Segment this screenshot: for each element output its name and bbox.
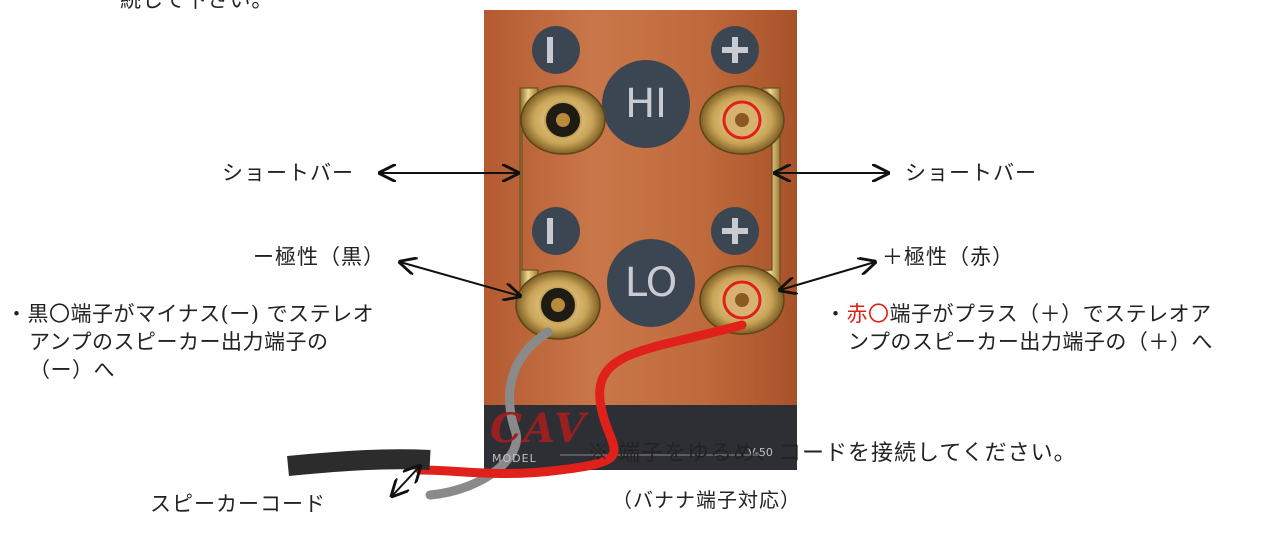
note-bullet: ・ <box>825 302 847 326</box>
plus-badge-bottom <box>711 207 759 255</box>
minus-badge-top <box>532 26 580 74</box>
terminal-neg-hi <box>520 85 606 155</box>
pos-polarity-label: ＋極性（赤） <box>882 245 1014 269</box>
model-plate <box>484 405 797 470</box>
terminal-pos-lo <box>699 265 785 335</box>
instruction-line-2: （バナナ端子対応） <box>612 488 801 512</box>
shortbar-right-label: ショートバー <box>905 161 1037 185</box>
terminal-pos-hi <box>699 85 785 155</box>
plus-badge-top <box>711 26 759 74</box>
brand-logo: CAV <box>490 405 587 452</box>
lo-label: LO <box>624 260 678 306</box>
top-text-fragment: 続して下さい。 <box>120 0 274 12</box>
hi-badge <box>602 60 690 148</box>
minus-badge-bottom <box>532 207 580 255</box>
hi-label: HI <box>625 81 667 127</box>
lo-badge <box>607 239 695 327</box>
positive-terminal-note: ・赤〇端子がプラス（＋）でステレオア ンプのスピーカー出力端子の（＋）へ <box>825 302 1213 354</box>
note-bullet: ・ <box>6 302 28 326</box>
model-label: MODEL <box>492 452 537 465</box>
gray-wire <box>425 327 553 500</box>
instruction-line-1: ※ 端子をゆるめ、コードを接続してください。 <box>587 441 1077 466</box>
black-cord <box>287 449 431 476</box>
speaker-cord-label: スピーカーコード <box>150 492 326 516</box>
arrow-neg-polarity <box>400 262 520 296</box>
model-value: V-50 <box>748 446 773 459</box>
terminal-neg-lo <box>515 270 601 340</box>
arrow-pos-polarity <box>780 262 875 290</box>
red-wire <box>415 320 747 479</box>
negative-terminal-note: ・黒〇端子がマイナス(ー) でステレオ アンプのスピーカー出力端子の （ー）へ <box>6 302 375 382</box>
arrow-speaker-cord <box>392 466 420 496</box>
shortbar-left-label: ショートバー <box>222 161 354 185</box>
neg-polarity-label: ー極性（黒） <box>253 245 385 269</box>
